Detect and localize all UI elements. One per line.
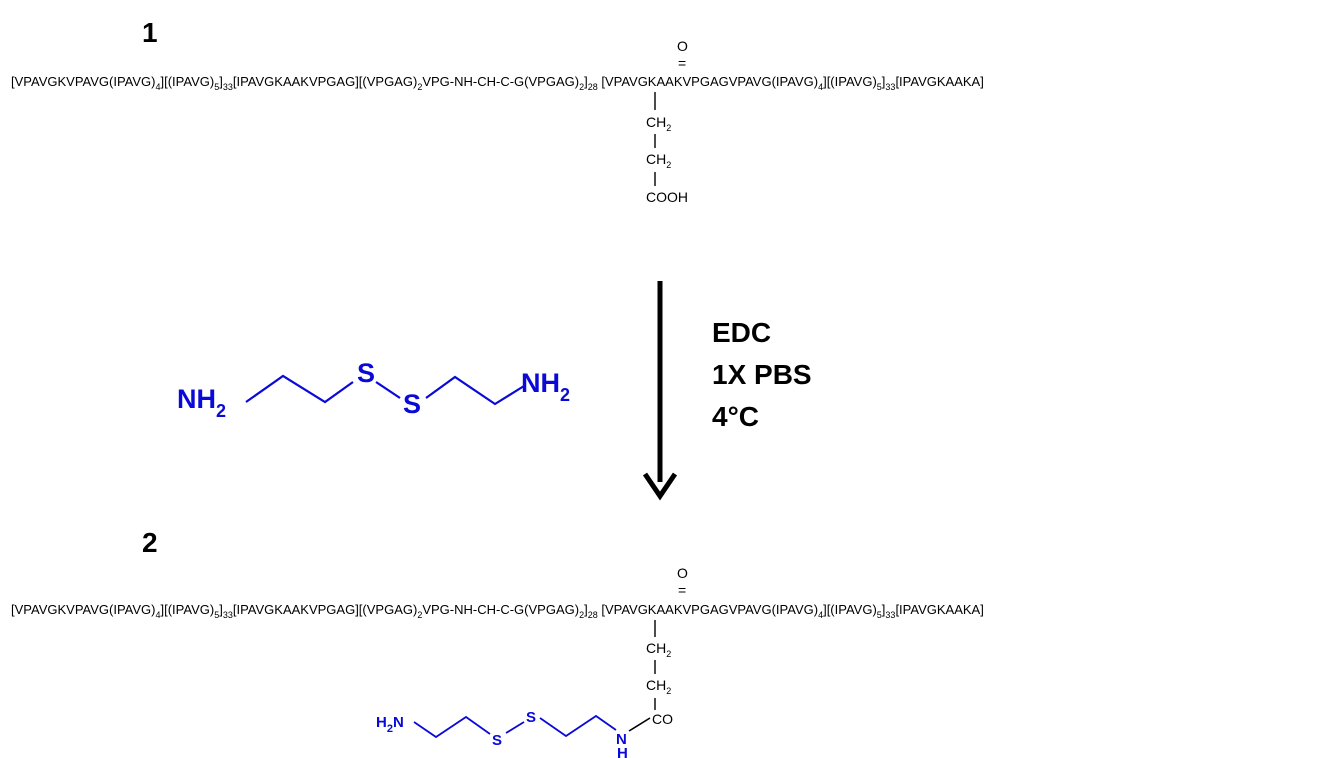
compound-2-sequence-segment-1: 4 <box>155 610 160 620</box>
cystamine-structure: NH2 S S NH2 <box>177 358 570 421</box>
compound-2-sequence-segment-11: 28 <box>588 610 598 620</box>
compound-2-cystamine-linker: H2N S S N H <box>376 709 651 758</box>
compound-2-sequence-segment-15: 5 <box>877 610 882 620</box>
compound-1-sequence-segment-16: ] <box>882 74 886 89</box>
compound-1-sequence-segment-2: ][(IPAVG) <box>161 74 215 89</box>
linker-amide-bond <box>628 717 651 732</box>
compound-1-number: 1 <box>142 17 158 48</box>
compound-2-ch2-b: CH2 <box>646 677 671 696</box>
compound-2-carbonyl-oxygen: O <box>677 565 688 581</box>
compound-1-sequence-segment-4: ] <box>219 74 223 89</box>
reagent-disulfide-bond <box>375 381 401 399</box>
linker-chain-left <box>413 715 491 739</box>
linker-chain-right <box>539 714 617 738</box>
compound-2-sequence-segment-16: ] <box>882 602 886 617</box>
compound-1-ch2-b: CH2 <box>646 151 671 170</box>
compound-2-sequence-segment-10: ] <box>584 602 588 617</box>
compound-2-sequence-segment-7: 2 <box>417 610 422 620</box>
compound-1-sequence: [VPAVGKVPAVG(IPAVG)4][(IPAVG)5]33[IPAVGK… <box>11 74 984 92</box>
reagent-sulfur-2: S <box>403 389 421 419</box>
compound-1-ch2-a: CH2 <box>646 114 671 133</box>
compound-2-carbonyl-double-bond: = <box>678 582 686 598</box>
condition-temperature: 4°C <box>712 401 759 432</box>
condition-buffer: 1X PBS <box>712 359 812 390</box>
compound-2-sequence-segment-17: 33 <box>885 610 895 620</box>
linker-amide-nitrogen: N <box>616 731 627 748</box>
compound-1-sequence-segment-18: [IPAVGKAAKA] <box>895 74 983 89</box>
compound-2-sequence-segment-2: ][(IPAVG) <box>161 602 215 617</box>
linker-amide-hydrogen: H <box>617 745 628 758</box>
compound-1-sequence-segment-12: [VPAVGKAAKVPGAGVPAVG(IPAVG) <box>598 74 818 89</box>
condition-reagent: EDC <box>712 317 771 348</box>
compound-1-sequence-segment-1: 4 <box>155 82 160 92</box>
compound-1-sequence-segment-14: ][(IPAVG) <box>823 74 877 89</box>
compound-1-sequence-segment-8: VPG-NH-CH-C-G(VPGAG) <box>422 74 579 89</box>
compound-1-sequence-segment-3: 5 <box>214 82 219 92</box>
compound-1-cooh: COOH <box>646 189 688 205</box>
reagent-right-amine: NH2 <box>521 368 570 405</box>
reaction-arrow-head <box>642 472 678 501</box>
compound-2-sequence-segment-4: ] <box>219 602 223 617</box>
compound-1-sequence-segment-9: 2 <box>579 82 584 92</box>
reagent-left-amine: NH2 <box>177 384 226 421</box>
compound-2-sequence-segment-12: [VPAVGKAAKVPGAGVPAVG(IPAVG) <box>598 602 818 617</box>
compound-2-sequence-segment-14: ][(IPAVG) <box>823 602 877 617</box>
compound-1-sequence-segment-5: 33 <box>223 82 233 92</box>
compound-1-sequence-segment-7: 2 <box>417 82 422 92</box>
compound-1-carbonyl-double-bond: = <box>678 55 686 71</box>
compound-2-sequence-segment-5: 33 <box>223 610 233 620</box>
reagent-chain-left <box>245 374 354 404</box>
compound-1-sequence-segment-10: ] <box>584 74 588 89</box>
linker-disulfide-bond <box>505 721 525 734</box>
linker-sulfur-2: S <box>526 709 536 726</box>
compound-2-sequence-segment-6: [IPAVGKAAKVPGAG][(VPGAG) <box>233 602 417 617</box>
compound-1-sequence-segment-6: [IPAVGKAAKVPGAG][(VPGAG) <box>233 74 417 89</box>
compound-2-sequence-segment-18: [IPAVGKAAKA] <box>895 602 983 617</box>
reagent-sulfur-1: S <box>357 358 375 388</box>
reagent-chain-right <box>425 375 525 406</box>
compound-1-sequence-segment-15: 5 <box>877 82 882 92</box>
compound-2-sequence-segment-8: VPG-NH-CH-C-G(VPGAG) <box>422 602 579 617</box>
compound-2-amide-carbonyl: CO <box>652 711 673 727</box>
compound-1-sequence-segment-0: [VPAVGKVPAVG(IPAVG) <box>11 74 155 89</box>
compound-2-sequence-segment-0: [VPAVGKVPAVG(IPAVG) <box>11 602 155 617</box>
compound-2-ch2-a: CH2 <box>646 640 671 659</box>
compound-1-sequence-segment-11: 28 <box>588 82 598 92</box>
compound-2-number: 2 <box>142 527 158 558</box>
linker-terminal-amine: H2N <box>376 714 404 735</box>
compound-1-sequence-segment-17: 33 <box>885 82 895 92</box>
linker-sulfur-1: S <box>492 732 502 749</box>
compound-2-sequence-segment-9: 2 <box>579 610 584 620</box>
compound-2-sequence: [VPAVGKVPAVG(IPAVG)4][(IPAVG)5]33[IPAVGK… <box>11 602 984 620</box>
compound-2-sequence-segment-13: 4 <box>818 610 823 620</box>
compound-1-sequence-segment-13: 4 <box>818 82 823 92</box>
compound-2-sequence-segment-3: 5 <box>214 610 219 620</box>
compound-1-carbonyl-oxygen: O <box>677 38 688 54</box>
